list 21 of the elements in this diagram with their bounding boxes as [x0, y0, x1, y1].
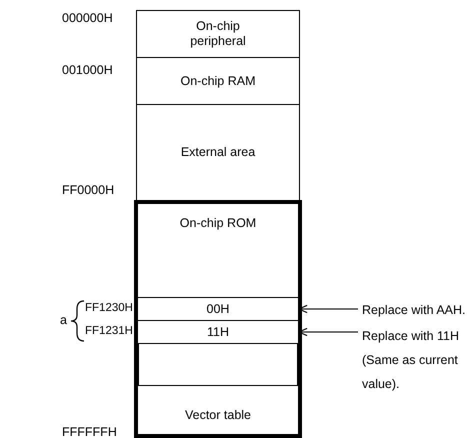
address-label: FF1230H — [85, 302, 133, 314]
region-label: On-chip peripheral — [189, 19, 247, 49]
region-label: On-chip ROM — [180, 216, 256, 231]
memory-region-box — [134, 200, 302, 438]
address-label: FF1231H — [85, 325, 133, 337]
region-label: On-chip RAM — [180, 74, 256, 88]
note-text: Replace with AAH. — [362, 302, 466, 318]
address-label: 000000H — [62, 11, 113, 25]
region-label: External area — [180, 145, 256, 160]
address-label: FF0000H — [62, 183, 114, 197]
region-label: Vector table — [184, 408, 251, 422]
memory-region-box — [136, 104, 300, 201]
address-label: FFFFFFH — [62, 425, 117, 438]
address-label: 001000H — [62, 63, 113, 77]
note-text: Replace with 11H (Same as current value). — [362, 328, 460, 393]
bracket-label: a — [60, 313, 67, 327]
memory-region-box — [136, 57, 300, 105]
memory-region-box — [136, 10, 300, 58]
memory-region-box — [138, 343, 298, 386]
region-label: 00H — [206, 302, 230, 316]
region-label: 11H — [206, 324, 229, 340]
